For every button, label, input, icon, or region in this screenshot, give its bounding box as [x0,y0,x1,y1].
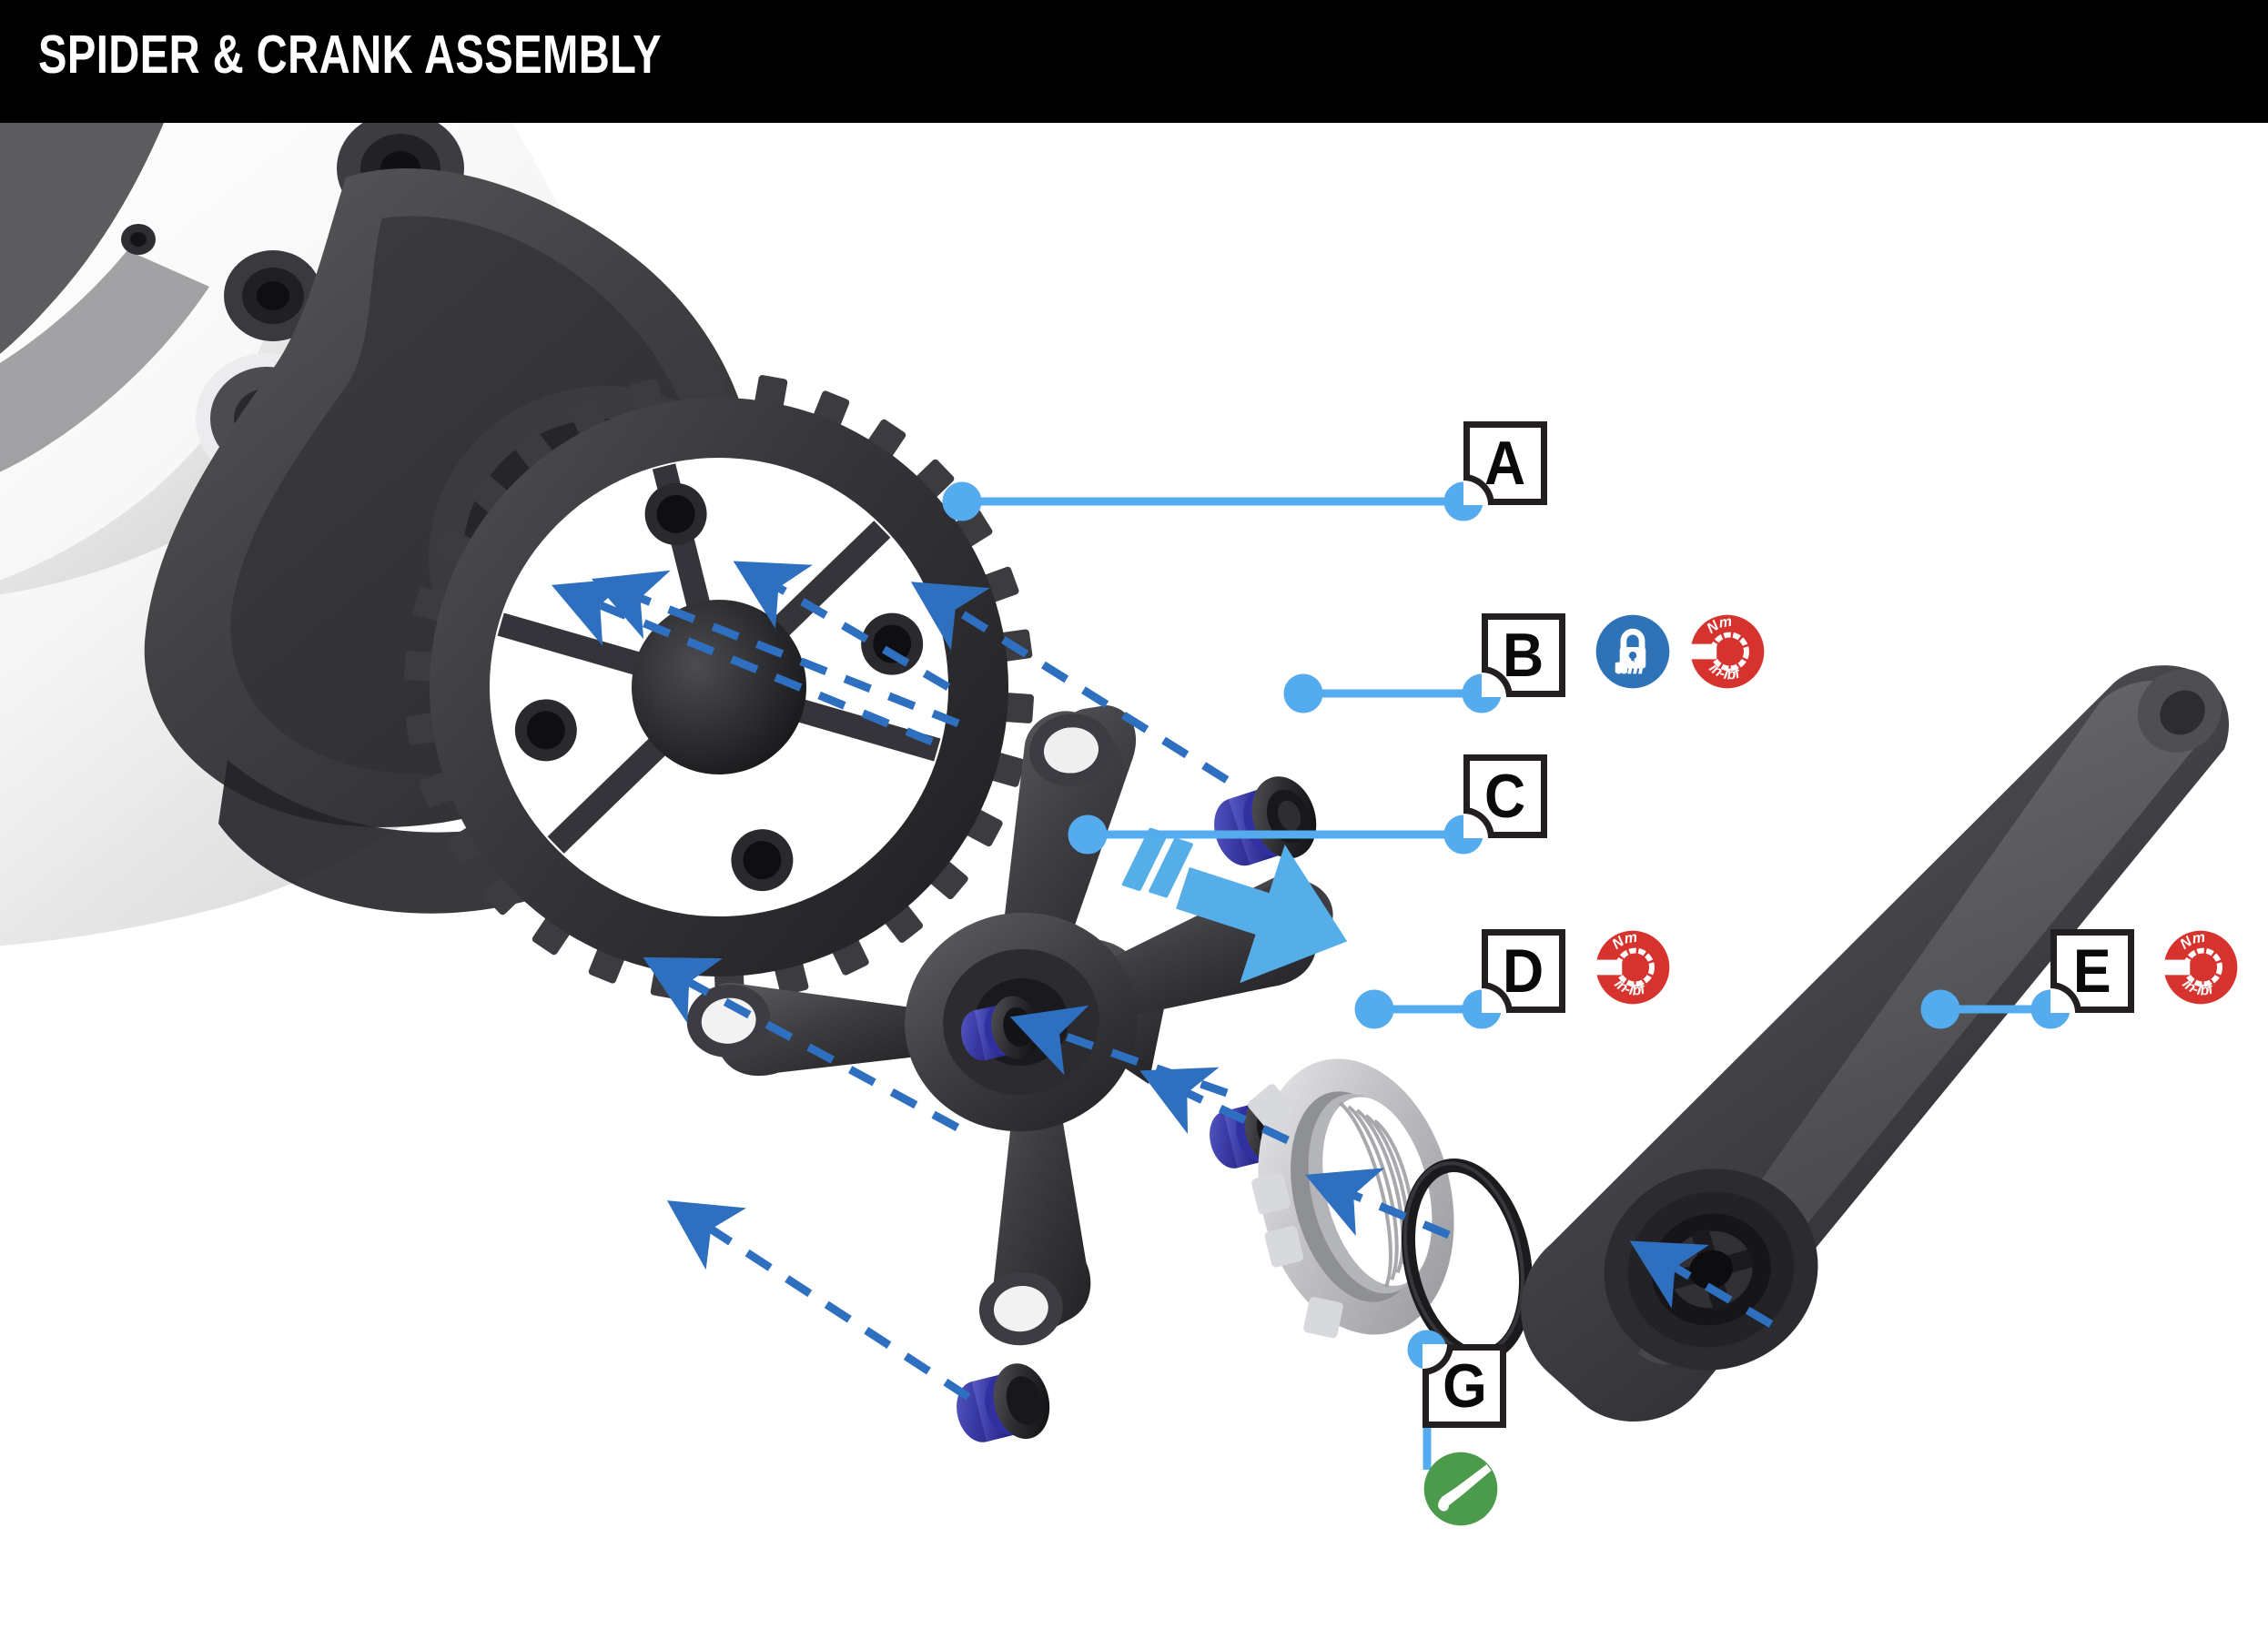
callout-G-label: G [1442,1351,1487,1421]
assembly-direction-arrow [1121,827,1348,984]
assembly-illustration [0,123,2230,1470]
callout-D-label: D [1503,936,1544,1006]
assembly-guide-lines [552,561,1774,1401]
leader-dot-B-part [1283,673,1323,713]
torque-icon-d: Nm in-lbf [1595,929,1671,1006]
torque-icon-b: Nm in-lbf [1689,613,1766,690]
guide-spider-to-chainring [733,561,951,691]
chainring-bolt-lower [957,1363,1050,1442]
chainring-bolt-upper [1214,776,1317,866]
frame-pivot-bolt-upper [224,250,322,341]
leader-dot-C-part [1068,814,1108,855]
guide-lockring-to-spindle [1139,1067,1290,1145]
leader-dot-D-part [1354,989,1394,1029]
leader-dot-E-part [1920,989,1960,1029]
callout-C-label: C [1484,762,1526,831]
guide-spider-to-hub [591,570,960,728]
threadlock-icon [1595,613,1671,690]
torque-icon-e: Nm in-lbf [2162,929,2239,1006]
exploded-diagram-artwork [0,123,2268,1629]
guide-oring-to-lockring [1305,1168,1451,1239]
crank-arm [1521,665,2230,1422]
leader-dot-A-part [942,481,982,521]
header-bar: SPIDER & CRANK ASSEMBLY [0,0,2268,123]
callout-B-label: B [1503,621,1544,690]
guide-hub-alignment [552,577,934,746]
chainring-bolt-holes [514,482,924,892]
callout-B[interactable]: B [1482,613,1565,697]
guide-crank-to-spindle [1629,1240,1774,1328]
guide-bolt-to-chainring [910,582,1230,784]
guide-spider-left-arm [643,956,960,1131]
callout-D[interactable]: D [1482,929,1565,1013]
callout-E[interactable]: E [2050,929,2134,1013]
callout-A-label: A [1484,429,1526,498]
callout-A[interactable]: A [1463,421,1547,505]
page-title: SPIDER & CRANK ASSEMBLY [38,25,662,85]
grease-icon [1423,1451,1499,1527]
guide-bolt-lower [666,1200,971,1401]
guide-bolt-to-spider [1009,1005,1229,1098]
callout-E-label: E [2073,936,2111,1006]
callout-G[interactable]: G [1423,1344,1506,1428]
frame-bolt-small [121,224,156,255]
callout-C[interactable]: C [1463,754,1547,838]
crank-pedal-end [2137,669,2222,753]
